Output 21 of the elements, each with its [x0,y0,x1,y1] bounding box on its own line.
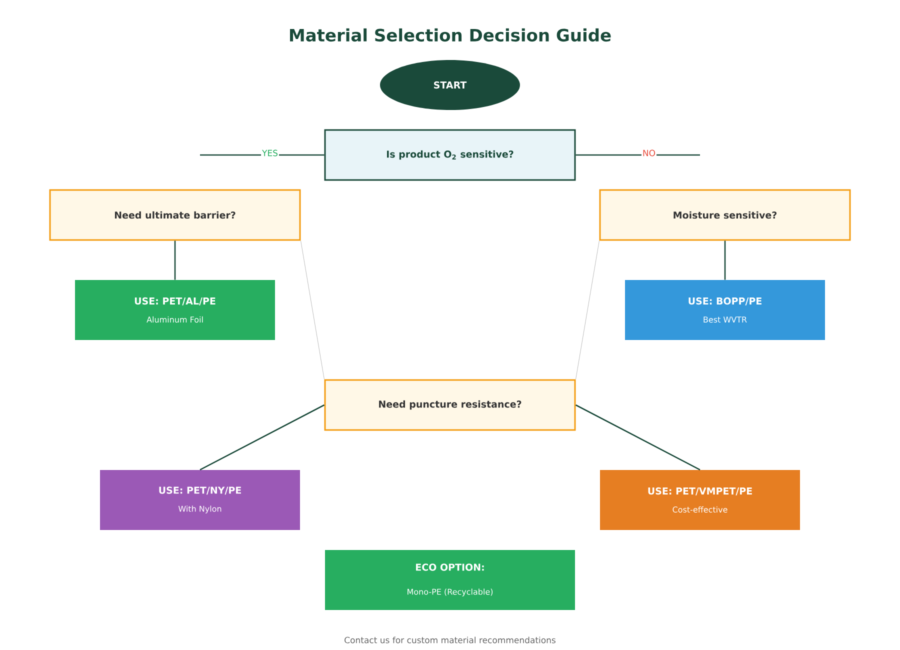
footer-note: Contact us for custom material recommendations [344,636,556,644]
connector-line [200,404,325,470]
connector-line [576,154,700,156]
material-box: USE: PET/NY/PE With Nylon [100,470,300,530]
connector-line [724,240,726,280]
material-box: USE: PET/AL/PE Aluminum Foil [75,280,275,340]
connector-line [576,240,600,380]
material-box: USE: BOPP/PE Best WVTR [625,280,825,340]
decision-box: Need puncture resistance? [324,379,576,431]
edge-label: NO [641,148,657,158]
connector-line [174,240,176,280]
edge-label: YES [261,148,279,158]
material-box: USE: PET/VMPET/PE Cost-effective [600,470,800,530]
connector-line [200,154,324,156]
eco-option-box: ECO OPTION: Mono-PE (Recyclable) [325,550,575,610]
title: Material Selection Decision Guide [290,28,611,42]
decision-box: Moisture sensitive? [599,189,851,241]
connector-line [300,240,324,380]
connector-line [575,404,700,470]
decision-box: Need ultimate barrier? [49,189,301,241]
decision-box: Is product O$_{2}$ sensitive? [324,129,576,181]
